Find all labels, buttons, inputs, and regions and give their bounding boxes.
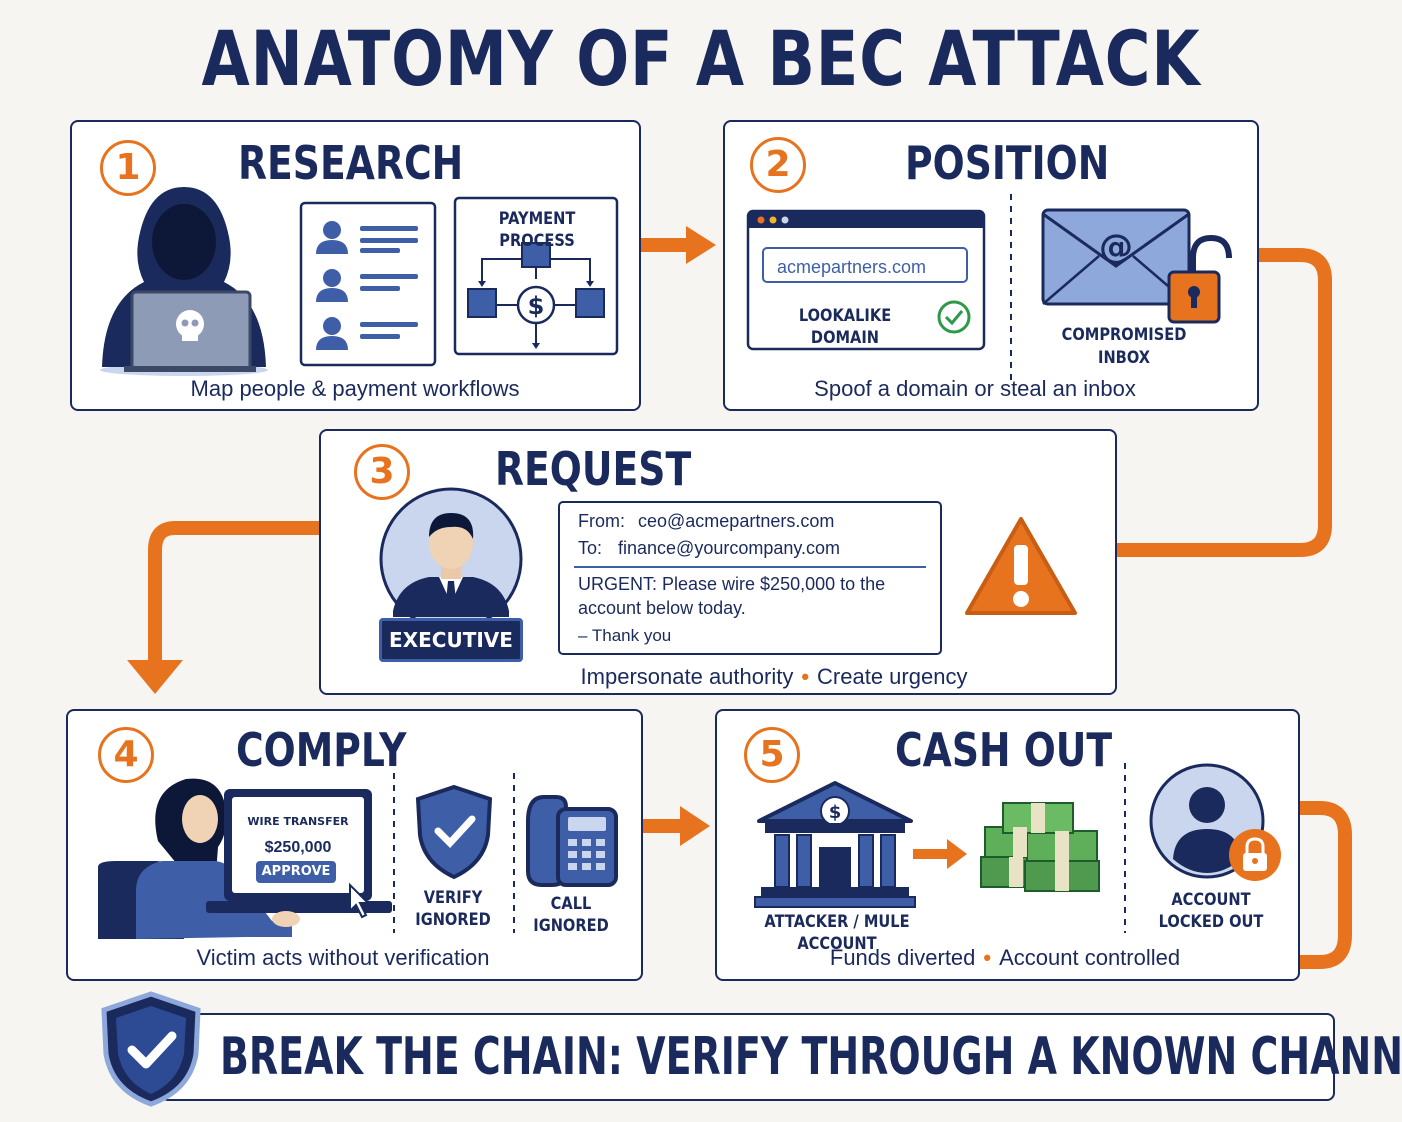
step-caption: Funds diverted•Account controlled <box>829 945 1181 970</box>
caption-part-1: Impersonate authority <box>580 664 794 689</box>
step-caption: Spoof a domain or steal an inbox <box>814 376 1136 401</box>
approve-button[interactable]: APPROVE <box>261 864 331 879</box>
step-number: 3 <box>354 444 410 500</box>
divider <box>513 773 515 933</box>
payment-process-label: PAYMENT PROCESS <box>498 209 576 251</box>
executive-avatar-icon <box>379 487 523 631</box>
shield-check-icon <box>101 991 201 1107</box>
browser-window-icon <box>746 209 986 351</box>
step-number: 1 <box>100 140 156 196</box>
account-label: ACCOUNT <box>1171 890 1251 910</box>
phone-icon <box>526 795 618 887</box>
email-to: finance@yourcompany.com <box>618 538 841 558</box>
profiles-list-icon <box>299 201 437 367</box>
email-body-line-1: URGENT: Please wire $250,000 to the <box>578 574 886 594</box>
money-stack-icon <box>980 802 1100 892</box>
verify-ignored-label: IGNORED <box>415 910 491 930</box>
step-title: CASH OUT <box>895 723 1113 777</box>
step-caption: Map people & payment workflows <box>190 376 520 401</box>
email-signoff: – Thank you <box>578 626 672 645</box>
divider <box>393 773 395 933</box>
page-title: ANATOMY OF A BEC ATTACK <box>201 14 1201 103</box>
bank-icon: $ <box>754 781 916 908</box>
step-research-panel: 1 RESEARCH <box>70 120 641 411</box>
email-body-line-2: account below today. <box>578 598 746 618</box>
screen-title: WIRE TRANSFER <box>247 815 349 828</box>
email-card: From: ceo@acmepartners.com To: finance@y… <box>558 501 942 655</box>
divider <box>1124 763 1126 933</box>
locked-out-label: LOCKED OUT <box>1158 912 1264 932</box>
svg-text:@: @ <box>1099 227 1133 267</box>
caption-part-2: Account controlled <box>999 945 1181 970</box>
step-title: RESEARCH <box>238 136 464 190</box>
hacker-icon <box>100 187 268 376</box>
mule-account-label: ATTACKER / MULE ACCOUNT <box>764 912 910 954</box>
email-from-label: From: <box>578 511 625 531</box>
step-caption: Victim acts without verification <box>196 945 490 970</box>
svg-text:$: $ <box>528 292 545 320</box>
call-ignored-label: IGNORED <box>533 916 609 936</box>
payment-process-diagram: $ <box>453 196 619 356</box>
step-caption: Impersonate authority•Create urgency <box>580 664 968 689</box>
step-title: COMPLY <box>236 723 407 777</box>
step-title: REQUEST <box>495 442 692 496</box>
svg-text:$: $ <box>829 802 842 823</box>
executive-badge: EXECUTIVE <box>379 618 523 662</box>
footer-banner: BREAK THE CHAIN: VERIFY THROUGH A KNOWN … <box>160 1013 1402 1101</box>
domain-address-bar: acmepartners.com <box>777 257 927 277</box>
compromised-email-icon: @ <box>1041 208 1232 324</box>
email-separator <box>574 566 926 568</box>
caption-part-2: Create urgency <box>817 664 968 689</box>
compromised-label: COMPROMISED <box>1061 325 1187 345</box>
email-from: ceo@acmepartners.com <box>638 511 835 531</box>
locked-account-icon <box>1149 763 1281 881</box>
victim-at-laptop-icon <box>98 778 392 939</box>
step-number: 5 <box>744 727 800 783</box>
inbox-label: INBOX <box>1097 348 1151 368</box>
step-number: 4 <box>98 727 154 783</box>
step-request-panel: 3 REQUEST EXECUTIVE From: ceo@acmepartne… <box>319 429 1117 695</box>
step-cash-out-panel: 5 CASH OUT $ ATTACKER / MULE ACCOUNT <box>715 709 1300 981</box>
divider <box>1010 194 1012 384</box>
transfer-arrow <box>913 839 967 869</box>
footer-text: BREAK THE CHAIN: VERIFY THROUGH A KNOWN … <box>220 1027 1402 1087</box>
step-title: POSITION <box>905 136 1110 190</box>
verify-label: VERIFY <box>423 888 483 908</box>
transfer-amount: $250,000 <box>264 839 332 856</box>
lookalike-domain-label: LOOKALIKE DOMAIN <box>798 306 892 348</box>
call-label: CALL <box>550 894 592 914</box>
step-number: 2 <box>750 137 806 193</box>
caption-part-1: Funds diverted <box>829 945 976 970</box>
shield-check-icon <box>415 784 493 880</box>
warning-icon <box>965 517 1077 615</box>
email-to-label: To: <box>578 538 603 558</box>
step-comply-panel: 4 COMPLY WIRE TRANSFER $250,000 APPROVE … <box>66 709 643 981</box>
step-position-panel: 2 POSITION acmepartners.com LOOKALIKE DO… <box>723 120 1259 411</box>
